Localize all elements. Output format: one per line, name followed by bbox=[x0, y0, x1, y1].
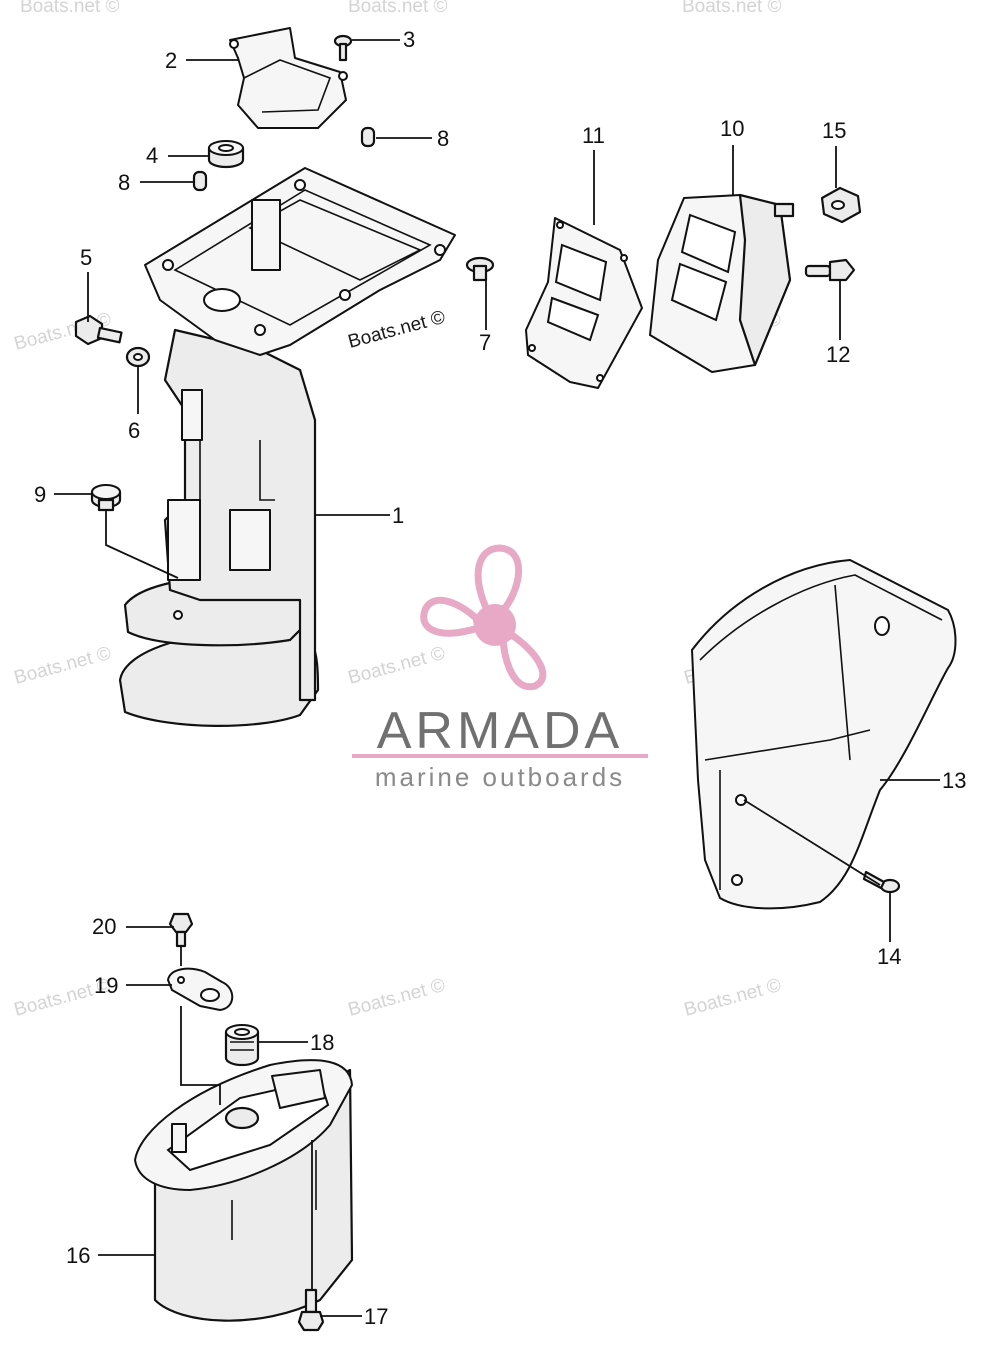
callout-2: 2 bbox=[165, 48, 177, 73]
callout-18: 18 bbox=[310, 1030, 334, 1055]
callout-19: 19 bbox=[94, 973, 118, 998]
brand-tagline: marine outboards bbox=[375, 762, 625, 792]
callout-13: 13 bbox=[942, 768, 966, 793]
part-15-nut bbox=[820, 186, 862, 224]
watermark: Boats.net © bbox=[346, 307, 448, 353]
leader-lines bbox=[54, 39, 940, 1317]
part-1-upper-casing bbox=[118, 167, 456, 727]
callout-8: 8 bbox=[437, 126, 449, 151]
part-18-collar bbox=[224, 1024, 260, 1067]
part-13-apron bbox=[691, 559, 957, 910]
callout-10: 10 bbox=[720, 116, 744, 141]
callout-4: 4 bbox=[146, 143, 158, 168]
callout-9: 9 bbox=[34, 482, 46, 507]
part-12-fitting bbox=[804, 258, 856, 282]
part-9-grommet bbox=[90, 484, 122, 512]
part-2-bracket bbox=[229, 27, 348, 129]
callout-20: 20 bbox=[92, 914, 116, 939]
part-10-exhaust-guide bbox=[649, 193, 795, 373]
watermark: Boats.net © bbox=[346, 643, 448, 689]
part-8-dowel-pin bbox=[192, 170, 208, 192]
watermark: Boats.net © bbox=[682, 975, 784, 1021]
callout-3: 3 bbox=[403, 27, 415, 52]
callout-17: 17 bbox=[364, 1304, 388, 1329]
propeller-icon bbox=[420, 544, 547, 691]
part-17-drain-bolt bbox=[297, 1288, 325, 1332]
callout-1: 1 bbox=[392, 503, 404, 528]
callout-11: 11 bbox=[582, 123, 605, 148]
brand-name: ARMADA bbox=[377, 702, 623, 760]
part-14-screw bbox=[862, 870, 901, 894]
callout-15: 15 bbox=[822, 118, 846, 143]
armada-logo: ARMADA marine outboards bbox=[352, 544, 648, 792]
part-19-gasket bbox=[167, 967, 234, 1011]
callout-16: 16 bbox=[66, 1243, 90, 1268]
callout-14: 14 bbox=[877, 944, 901, 969]
part-20-bolt bbox=[168, 912, 194, 948]
callout-6: 6 bbox=[128, 418, 140, 443]
part-7-plug bbox=[465, 256, 495, 282]
part-11-gasket bbox=[525, 217, 643, 389]
watermark: Boats.net © bbox=[346, 975, 448, 1021]
watermark: Boats.net © bbox=[12, 643, 114, 689]
watermark: Boats.net © bbox=[682, 0, 782, 17]
callout-12: 12 bbox=[826, 342, 850, 367]
part-16-lower-casing bbox=[134, 1059, 354, 1322]
callout-8: 8 bbox=[118, 170, 130, 195]
callout-5: 5 bbox=[80, 245, 92, 270]
part-5-bolt bbox=[74, 314, 123, 346]
part-4-bushing bbox=[207, 140, 245, 169]
callout-7: 7 bbox=[479, 330, 491, 355]
watermark: Boats.net © bbox=[20, 0, 120, 17]
part-8-dowel-pin bbox=[360, 126, 376, 148]
part-3-screw bbox=[333, 34, 353, 62]
callout-labels: 2 3 4 8 8 5 6 7 9 1 11 10 15 12 13 14 20… bbox=[34, 27, 966, 1329]
watermark: Boats.net © bbox=[348, 0, 448, 17]
part-6-washer bbox=[125, 346, 151, 368]
